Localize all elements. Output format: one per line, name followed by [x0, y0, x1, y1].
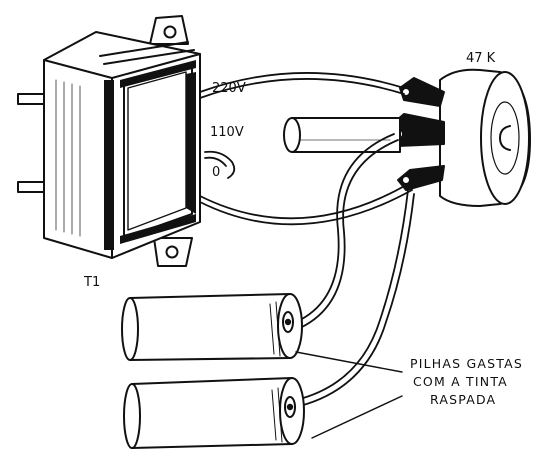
potentiometer-value-label: 47 K [466, 51, 496, 66]
note-line-2: COM A TINTA [413, 374, 508, 389]
wire-110v [204, 150, 236, 179]
wire-0 [199, 183, 409, 220]
wire-wiper-to-battery-1 [295, 133, 395, 323]
transformer-top-mounting-tab [149, 15, 189, 45]
note-line-3: RASPADA [430, 392, 496, 407]
tap-label-110v: 110V [210, 125, 244, 140]
potentiometer-shaft [283, 117, 401, 153]
battery-2 [123, 377, 305, 449]
tap-label-0: 0 [212, 165, 220, 180]
transformer-label: T1 [83, 275, 100, 290]
transformer-bottom-mounting-tab [153, 237, 193, 267]
wire-220v [199, 72, 405, 93]
note-line-1: PILHAS GASTAS [410, 356, 523, 371]
bottom-mounting-hole [165, 245, 179, 259]
top-mounting-hole [163, 25, 177, 39]
potentiometer-47k [389, 68, 531, 207]
battery-1 [121, 293, 303, 361]
wires [199, 72, 415, 407]
transformer-pins [17, 93, 47, 193]
note-leader-lines [295, 351, 403, 439]
wire-pot-to-battery-2 [295, 189, 409, 401]
transformer-t1 [17, 15, 201, 267]
tap-label-220v: 220V [212, 81, 246, 96]
